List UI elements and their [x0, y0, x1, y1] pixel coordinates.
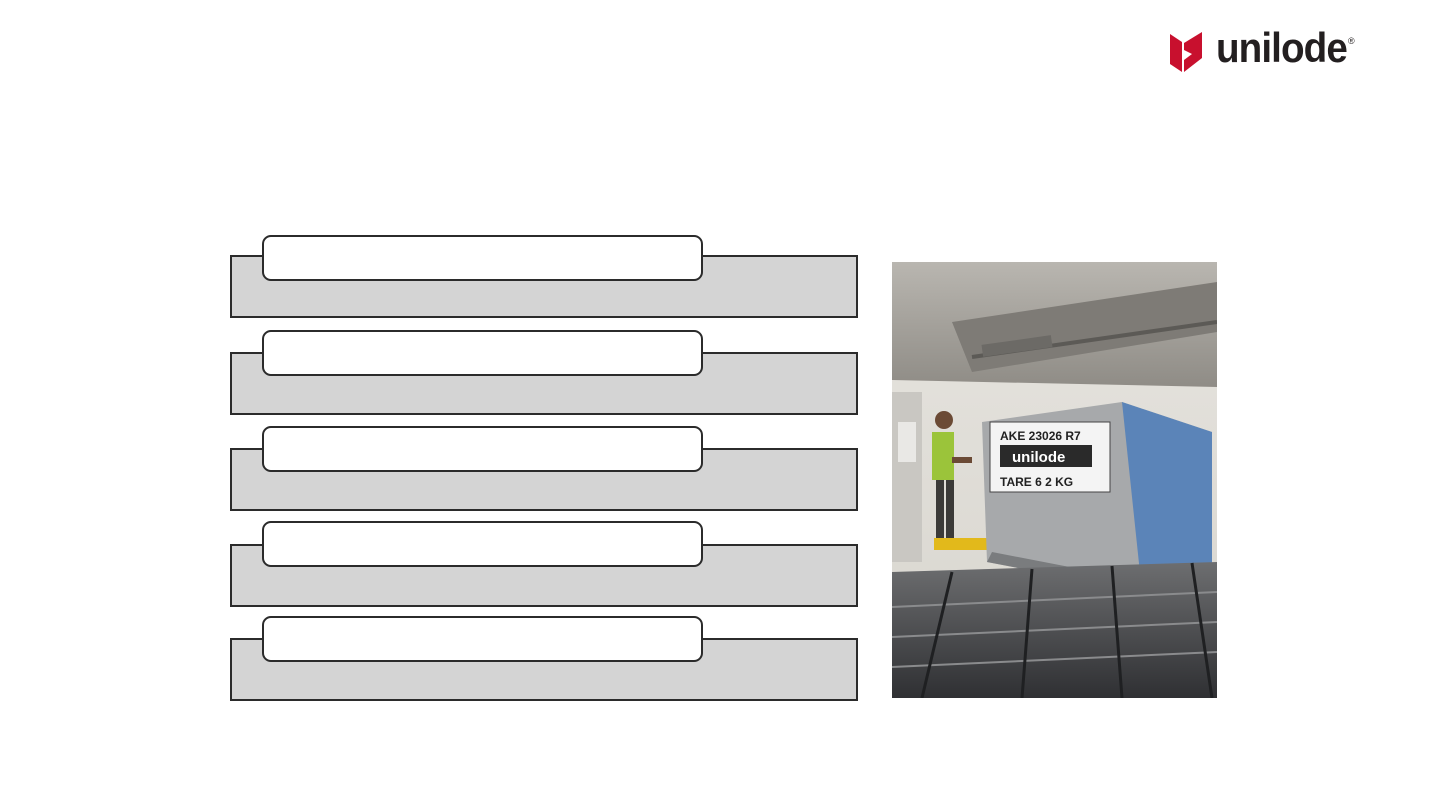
logo-wordmark: unilode — [1216, 24, 1348, 71]
step-tab-4 — [262, 521, 703, 567]
uld-id-label: AKE 23026 R7 — [1000, 429, 1081, 443]
cargo-loading-photo: AKE 23026 R7 unilode TARE 6 2 KG — [892, 262, 1217, 698]
step-tab-2 — [262, 330, 703, 376]
cargo-loading-illustration: AKE 23026 R7 unilode TARE 6 2 KG — [892, 262, 1217, 698]
registered-mark: ® — [1348, 36, 1355, 46]
step-tab-3 — [262, 426, 703, 472]
step-tab-5 — [262, 616, 703, 662]
uld-tare-label: TARE 6 2 KG — [1000, 475, 1073, 489]
step-tab-1 — [262, 235, 703, 281]
uld-brand-label: unilode — [1012, 449, 1065, 466]
unilode-logo-mark-icon — [1170, 32, 1202, 72]
unilode-logo: unilode ® — [1170, 24, 1360, 74]
